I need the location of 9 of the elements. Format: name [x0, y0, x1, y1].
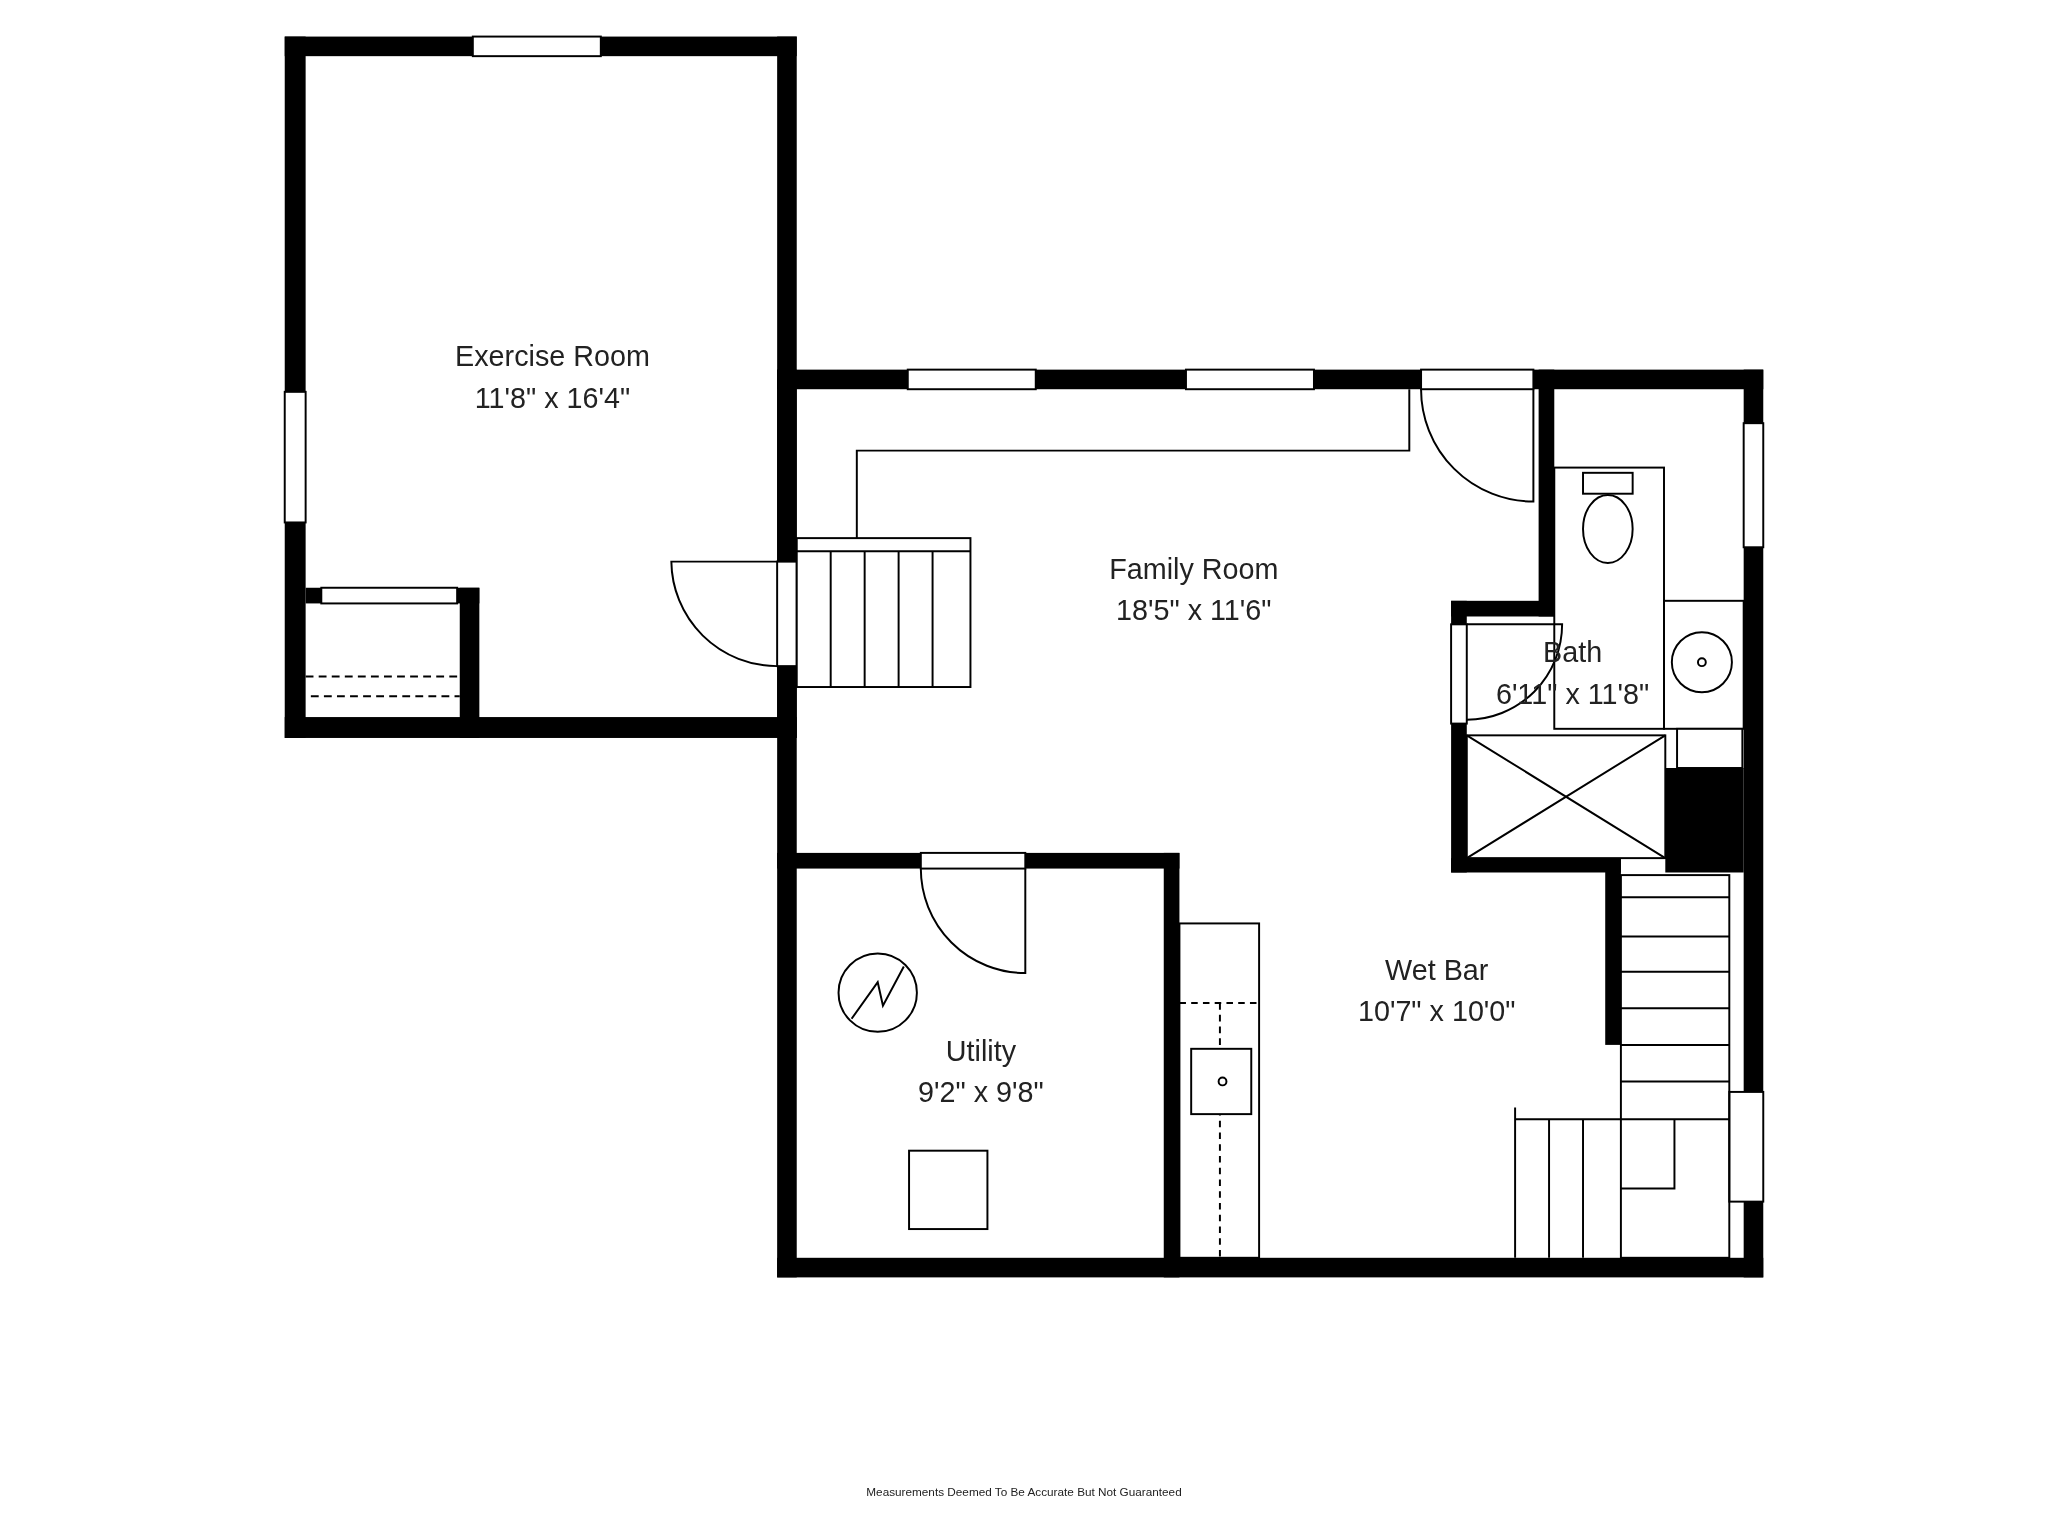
room-name: Wet Bar — [1384, 952, 1490, 989]
room-name: Family Room — [1108, 551, 1280, 588]
room-dimensions: 10'7" x 10'0" — [1356, 994, 1517, 1030]
room-dimensions: 18'5" x 11'6" — [1115, 593, 1273, 629]
room-name: Utility — [944, 1033, 1017, 1070]
room-dimensions: 11'8" x 16'4" — [473, 380, 632, 417]
disclaimer-note: Measurements Deemed To Be Accurate But Not Guaranteed — [866, 1485, 1182, 1499]
room-dimensions: 9'2" x 9'8" — [917, 1075, 1045, 1111]
room-name: Exercise Room — [454, 338, 651, 375]
